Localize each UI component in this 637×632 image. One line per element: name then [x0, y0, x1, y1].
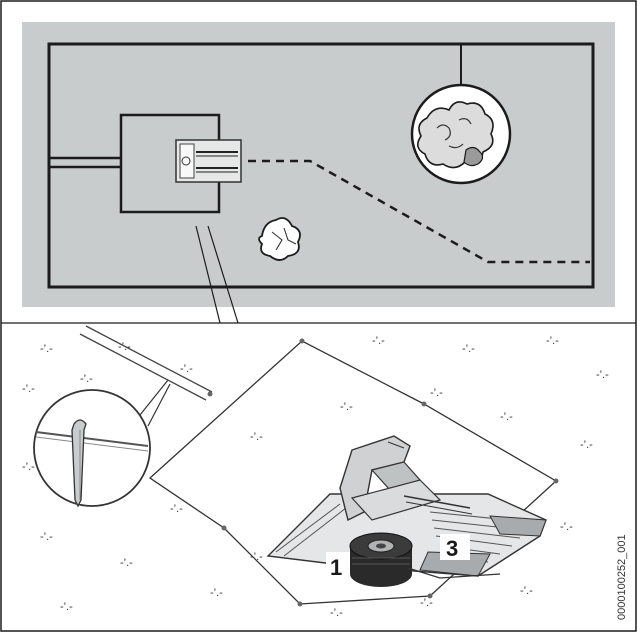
svg-text:-’.-: -’.- — [462, 343, 475, 355]
svg-text:-’.-: -’.- — [340, 401, 353, 413]
svg-text:-’.-: -’.- — [22, 461, 35, 473]
svg-text:-’.-: -’.- — [22, 383, 35, 395]
svg-text:-’.-: -’.- — [60, 601, 73, 613]
label-1-background — [326, 552, 350, 578]
svg-text:-’.-: -’.- — [596, 369, 609, 381]
docking-station-top-view — [175, 139, 242, 183]
svg-text:-’.-: -’.- — [430, 387, 443, 399]
perimeter-wire-lower — [79, 333, 207, 401]
magnifier-pointer-b — [147, 383, 171, 427]
flower-bed-island-icon — [410, 83, 512, 185]
wire-pegs — [207, 338, 559, 607]
svg-text:-’.-: -’.- — [80, 373, 93, 385]
wire-spool-label: 1 — [330, 555, 342, 580]
svg-text:-’.-: -’.- — [180, 363, 193, 375]
plan-view-panel — [22, 22, 615, 307]
docking-station-label: 3 — [446, 536, 458, 561]
perimeter-wire-upper — [85, 325, 213, 393]
wire-spool-icon — [349, 532, 501, 587]
svg-text:-’.-: -’.- — [560, 521, 573, 533]
svg-text:-’.-: -’.- — [170, 503, 183, 515]
peg-magnifier-icon — [33, 389, 151, 508]
svg-text:-’.-: -’.- — [330, 607, 343, 619]
zoom-line-right — [207, 225, 239, 324]
svg-text:-’.-: -’.- — [118, 341, 131, 353]
svg-text:-’.-: -’.- — [580, 439, 593, 451]
svg-text:-’.-: -’.- — [40, 531, 53, 543]
svg-text:-’.-: -’.- — [372, 335, 385, 347]
guide-wire-dashed — [248, 159, 590, 264]
svg-text:-’.-: -’.- — [420, 597, 433, 609]
boundary-wire-perimeter — [47, 42, 595, 289]
bush-obstacle-icon — [258, 217, 301, 261]
svg-text:-’.-: -’.- — [250, 431, 263, 443]
image-code: 0000100252_001 — [616, 534, 628, 620]
label-3-background — [440, 534, 470, 560]
zoom-line-left — [195, 225, 221, 324]
magnifier-pointer-a — [135, 379, 169, 421]
svg-text:-’.-: -’.- — [500, 411, 513, 423]
svg-text:-’.-: -’.- — [120, 557, 133, 569]
svg-text:-’.-: -’.- — [40, 343, 53, 355]
svg-text:-’.-: -’.- — [250, 551, 263, 563]
svg-text:-’.-: -’.- — [546, 335, 559, 347]
svg-text:-’.-: -’.- — [520, 585, 533, 597]
detail-view-panel: -’.- -’.- -’.- -’.- -’.- -’.- -’.- -’.- … — [22, 325, 628, 620]
svg-text:-’.-: -’.- — [210, 587, 223, 599]
